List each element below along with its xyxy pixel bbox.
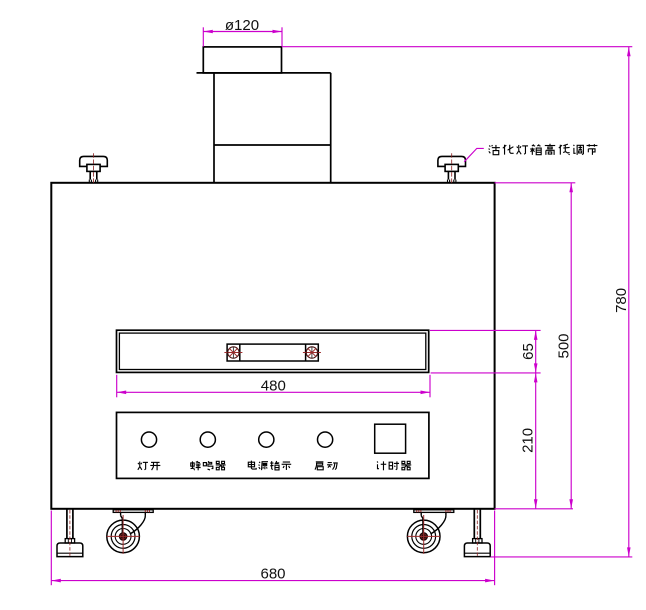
svg-text:65: 65: [520, 343, 537, 360]
svg-text:780: 780: [613, 288, 630, 313]
svg-text:480: 480: [261, 378, 286, 395]
svg-text:500: 500: [555, 333, 572, 358]
svg-text:ø120: ø120: [225, 17, 259, 34]
svg-text:210: 210: [519, 428, 536, 453]
svg-text:680: 680: [260, 565, 285, 582]
